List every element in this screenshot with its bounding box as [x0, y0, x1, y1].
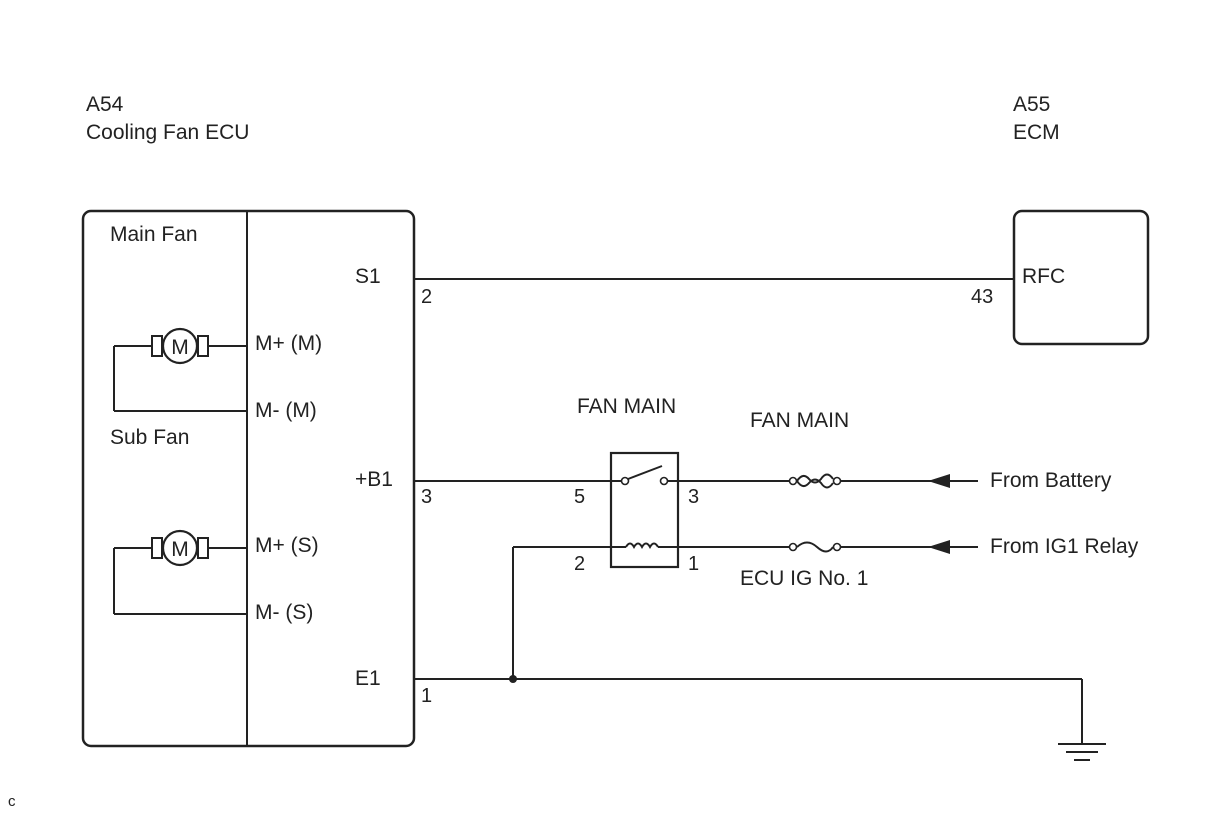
relay-pin-1: 1 — [688, 553, 699, 575]
ecm-terminal-rfc: RFC — [1022, 265, 1065, 288]
terminal-s1: S1 — [355, 265, 381, 288]
terminal-m-minus-s: M- (S) — [255, 601, 313, 624]
ground-icon — [1058, 679, 1106, 761]
right-connector-name: ECM — [1013, 121, 1060, 144]
pin-e1: 1 — [421, 685, 432, 707]
relay-pin-2: 2 — [574, 553, 585, 575]
corner-mark: C — [8, 793, 16, 810]
fan-main-fuse-label: FAN MAIN — [750, 409, 849, 432]
ecu-ig-fuse-icon — [788, 541, 842, 553]
left-connector-name: Cooling Fan ECU — [86, 121, 249, 144]
right-connector-id: A55 — [1013, 93, 1050, 116]
terminal-e1: E1 — [355, 667, 381, 690]
fan-main-fuse-icon — [788, 473, 842, 489]
main-fan-label: Main Fan — [110, 223, 198, 246]
sub-fan-label: Sub Fan — [110, 426, 189, 449]
from-ig1-label: From IG1 Relay — [990, 535, 1139, 558]
junction-dot — [509, 675, 517, 683]
from-battery-label: From Battery — [990, 469, 1112, 492]
fan-main-relay-icon — [609, 451, 680, 569]
terminal-m-minus-m: M- (M) — [255, 399, 317, 422]
ig1-arrow-icon — [928, 540, 950, 554]
ecm-pin: 43 — [971, 286, 993, 308]
ecu-ig-fuse-label: ECU IG No. 1 — [740, 567, 868, 590]
pin-b1: 3 — [421, 486, 432, 508]
relay-label: FAN MAIN — [577, 395, 676, 418]
relay-pin-3: 3 — [688, 486, 699, 508]
battery-arrow-icon — [928, 474, 950, 488]
sub-fan-motor-icon: M — [113, 529, 247, 615]
main-fan-motor-icon: M — [113, 327, 247, 412]
relay-pin-5: 5 — [574, 486, 585, 508]
terminal-m-plus-m: M+ (M) — [255, 332, 322, 355]
ecm-box — [1012, 209, 1150, 346]
left-connector-id: A54 — [86, 93, 124, 116]
terminal-m-plus-s: M+ (S) — [255, 534, 319, 557]
pin-s1: 2 — [421, 286, 432, 308]
sub-motor-symbol: M — [171, 538, 189, 561]
terminal-b1: +B1 — [355, 468, 393, 491]
cooling-fan-ecu-box — [81, 209, 416, 748]
main-motor-symbol: M — [171, 336, 189, 359]
